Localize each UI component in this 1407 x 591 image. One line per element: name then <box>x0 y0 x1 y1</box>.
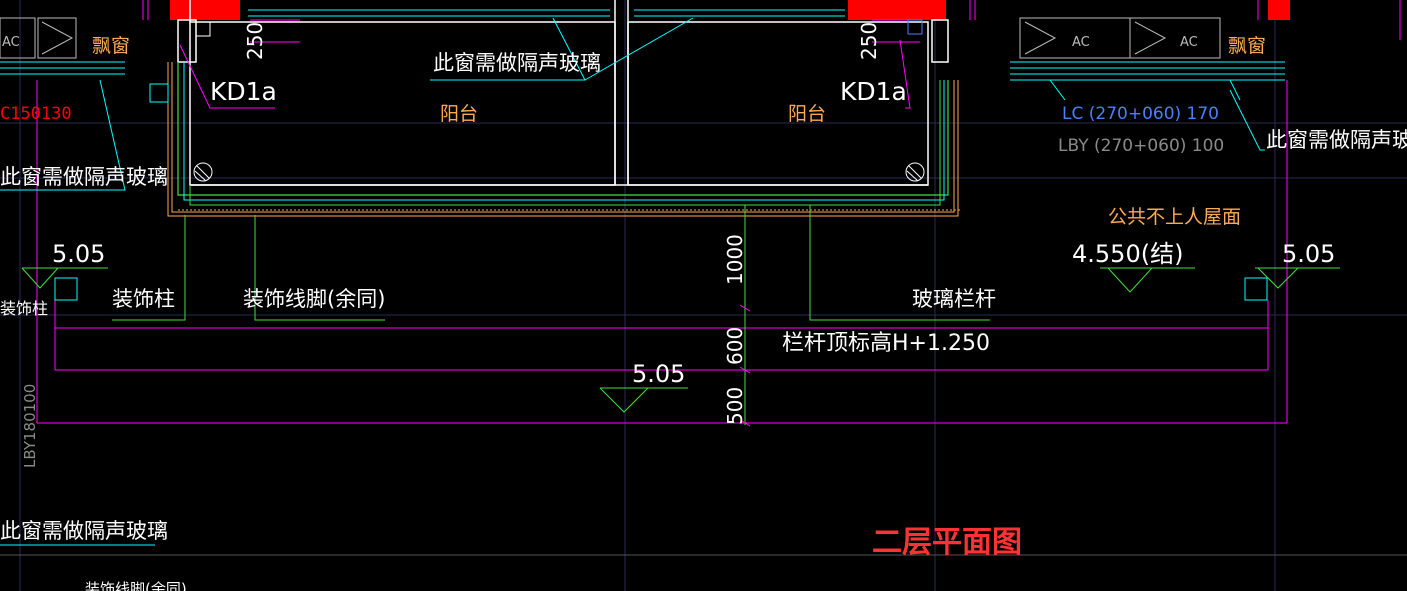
roof-note: 公共不上人屋面 <box>1108 206 1241 228</box>
bay-window-left: 飘窗 <box>92 35 130 57</box>
window-note-top: 此窗需做隔声玻璃 <box>433 51 601 75</box>
elevation-markers <box>21 267 1340 413</box>
glass-railing-label: 玻璃栏杆 <box>912 287 996 311</box>
door-label-left: KD1a <box>210 77 277 106</box>
dim-1000: 1000 <box>723 234 747 285</box>
railing-outline <box>167 62 960 217</box>
elevation-right: 5.05 <box>1282 240 1335 268</box>
decor-column-label: 装饰柱 <box>112 287 175 311</box>
balcony-walls <box>177 0 949 186</box>
bay-window-right: 飘窗 <box>1228 35 1266 57</box>
window-code-vertical: LBY180100 <box>21 384 39 468</box>
decor-baseboard-bottom-label: 装饰线脚(余同) <box>85 580 187 591</box>
symbols <box>54 19 1268 301</box>
decor-baseboard-label: 装饰线脚(余同) <box>243 287 385 311</box>
window-note-left: 此窗需做隔声玻璃 <box>0 165 168 189</box>
window-code-right-2: LBY (270+060) 100 <box>1058 136 1224 156</box>
ac-label-right-2: AC <box>1180 35 1198 50</box>
top-window-lines <box>0 9 1285 81</box>
window-note-bottom: 此窗需做隔声玻璃 <box>0 519 168 543</box>
window-code-left: C150130 <box>0 104 72 124</box>
window-note-right: 此窗需做隔声玻璃 <box>1266 128 1407 152</box>
balcony-label-left: 阳台 <box>440 103 478 125</box>
ac-label-left: AC <box>2 35 20 50</box>
door-label-right: KD1a <box>840 77 907 106</box>
balcony-label-right: 阳台 <box>788 103 826 125</box>
elevation-left: 5.05 <box>52 240 105 268</box>
column-fills <box>170 0 1290 20</box>
magenta-outline <box>36 0 1401 424</box>
ac-label-right-1: AC <box>1072 35 1090 50</box>
drawing-title: 二层平面图 <box>872 525 1022 560</box>
ac-labels: AC AC AC <box>2 35 1198 50</box>
dim-600: 600 <box>723 327 747 365</box>
leader-lines-green <box>112 205 990 321</box>
elevation-structure: 4.550(结) <box>1072 240 1183 268</box>
dim-250-right: 250 <box>857 22 881 60</box>
elevation-center: 5.05 <box>632 360 685 388</box>
decor-column-left-label: 装饰柱 <box>0 299 48 318</box>
leader-lines <box>0 17 1265 546</box>
railing-height-label: 栏杆顶标高H+1.250 <box>782 331 990 356</box>
dim-500: 500 <box>723 387 747 425</box>
annotation-texts: 此窗需做隔声玻璃 此窗需做隔声玻璃 此窗需做隔声玻璃 此窗需做隔声玻璃 飘窗 飘… <box>0 22 1407 591</box>
leader-lines-magenta <box>179 39 911 109</box>
dim-250-left: 250 <box>243 22 267 60</box>
center-dimension <box>739 205 751 427</box>
window-code-right-1: LC (270+060) 170 <box>1062 104 1219 124</box>
ac-units <box>0 17 1221 59</box>
